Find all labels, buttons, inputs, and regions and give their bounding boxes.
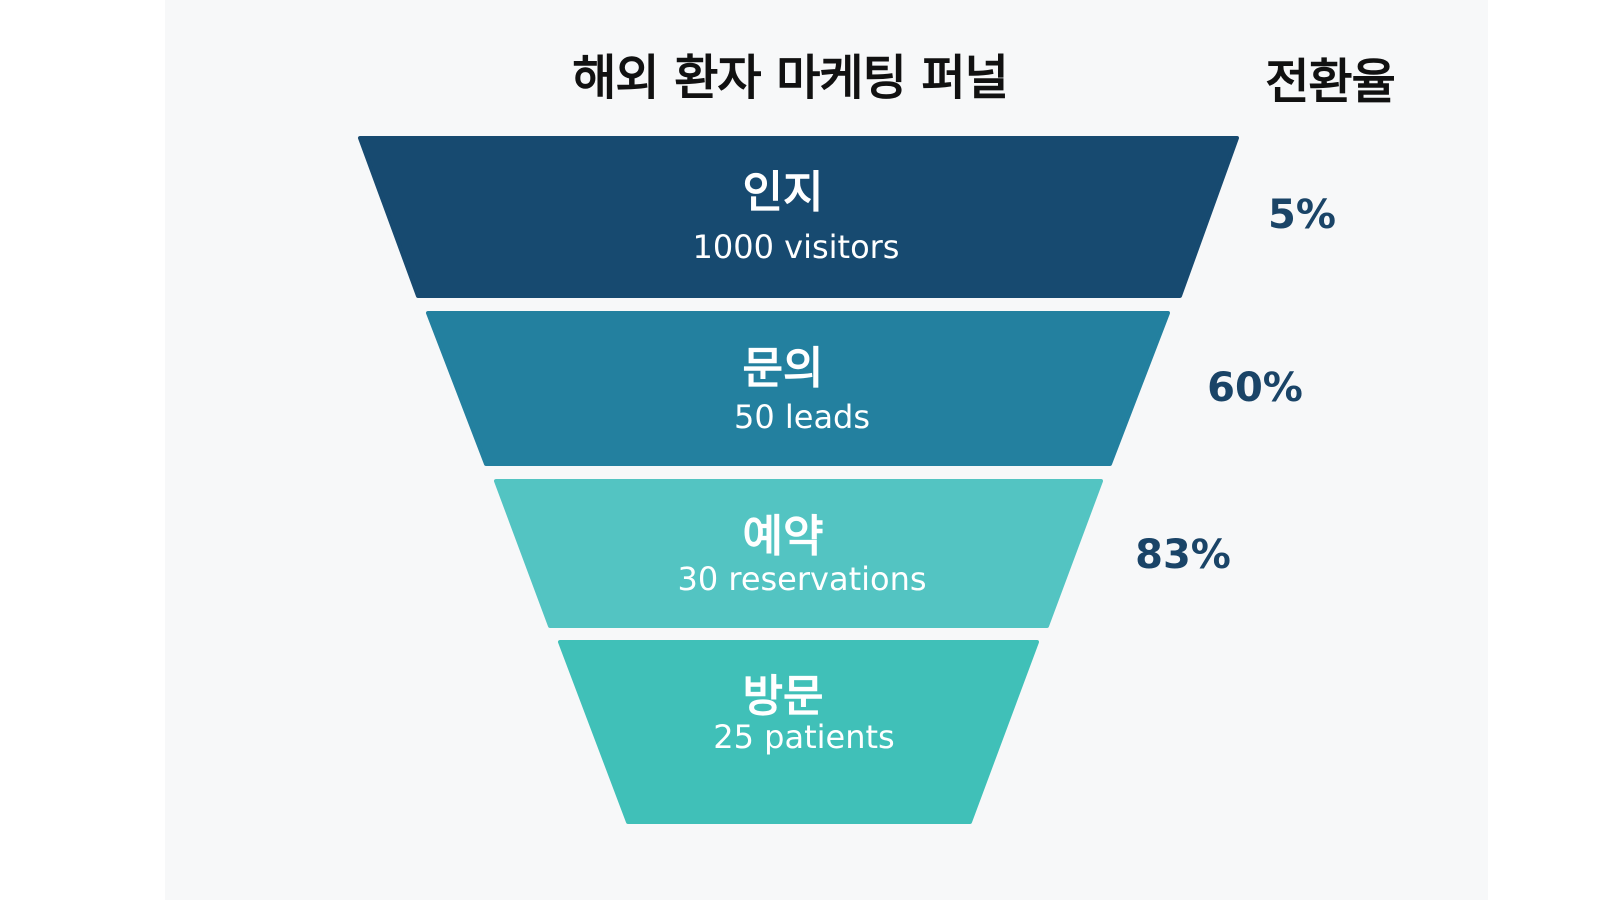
stage-label-visit: 방문 bbox=[742, 671, 824, 722]
stage-label-reservation: 예약 bbox=[742, 511, 824, 562]
page-title: 해외 환자 마케팅 퍼널 bbox=[572, 50, 1009, 106]
conversion-rate-awareness: 5% bbox=[1268, 192, 1336, 238]
funnel-stage-inquiry bbox=[426, 311, 1170, 466]
stage-value-visit: 25 patients bbox=[713, 718, 895, 756]
stage-value-awareness: 1000 visitors bbox=[692, 228, 900, 266]
conversion-rate-header: 전환율 bbox=[1265, 54, 1395, 110]
stage-value-reservation: 30 reservations bbox=[677, 560, 927, 598]
funnel-stage-reservation bbox=[494, 479, 1103, 628]
conversion-rate-reservation: 83% bbox=[1135, 532, 1231, 578]
conversion-rate-inquiry: 60% bbox=[1207, 365, 1303, 411]
stage-label-awareness: 인지 bbox=[742, 167, 824, 218]
stage-value-inquiry: 50 leads bbox=[733, 398, 871, 436]
funnel-stage-awareness bbox=[358, 136, 1239, 298]
stage-label-inquiry: 문의 bbox=[742, 343, 824, 394]
funnel-stage-visit bbox=[558, 640, 1039, 824]
